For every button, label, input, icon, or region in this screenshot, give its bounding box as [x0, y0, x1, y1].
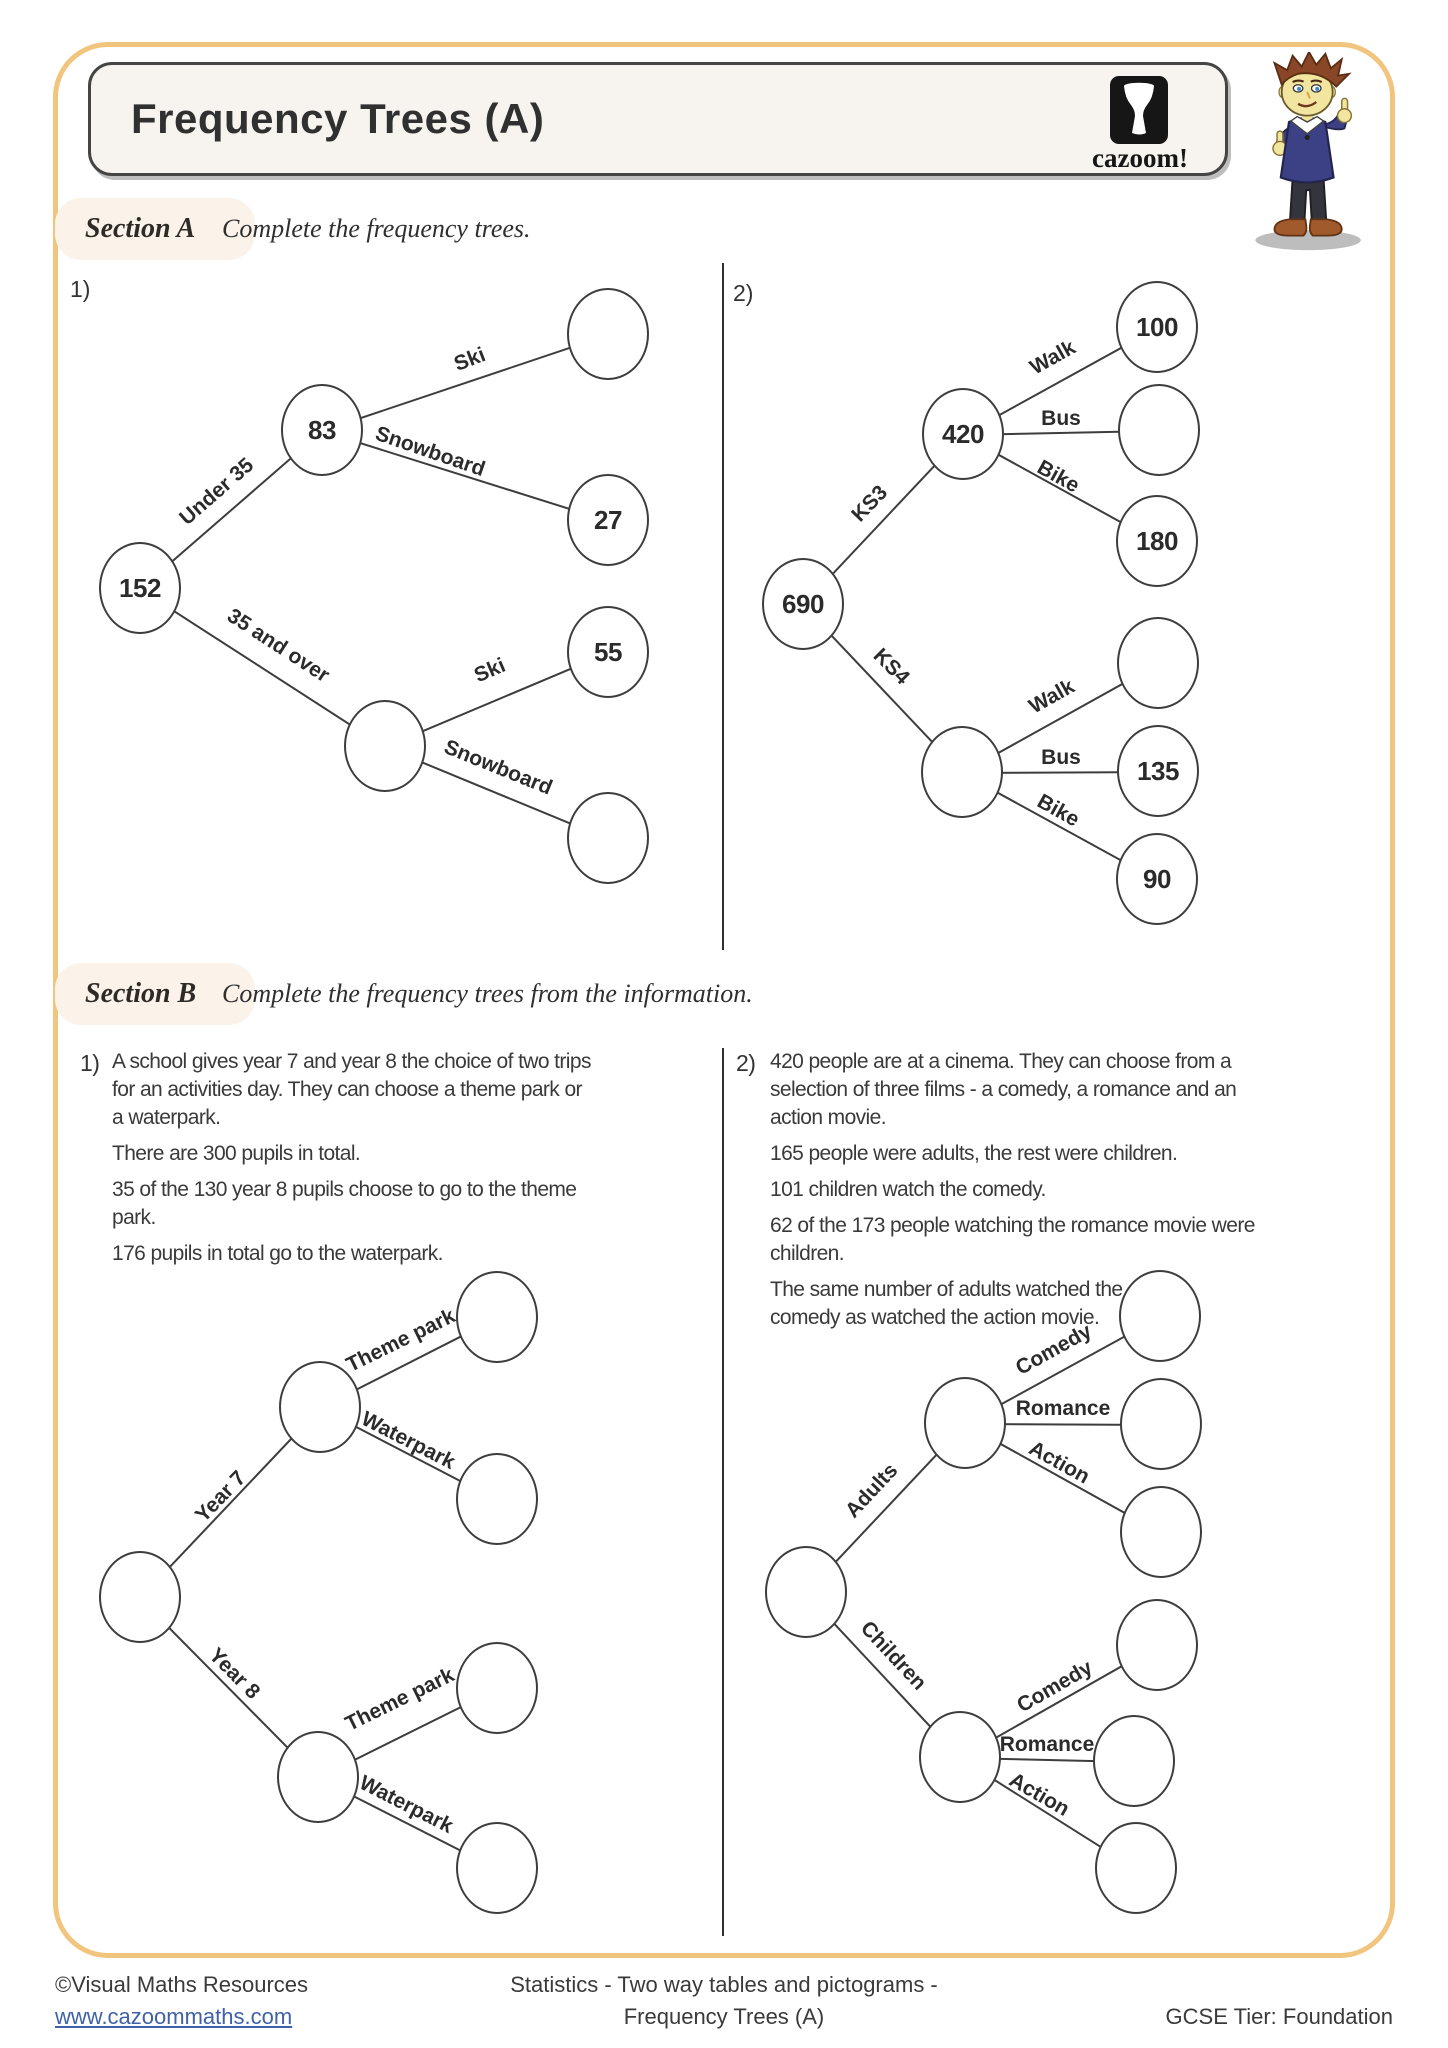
a2-root-node: 690 [762, 558, 844, 650]
a2-ks3-bike-node: 180 [1116, 495, 1198, 587]
b2-adults-node [924, 1377, 1006, 1469]
b1-year7-node [279, 1361, 361, 1453]
a1-under35-snowboard-node: 27 [567, 474, 649, 566]
branch-label-bus-top: Bus [1041, 407, 1081, 430]
a1-over35-ski-node: 55 [567, 606, 649, 698]
a1-over35-node [344, 700, 426, 792]
footer-topic-line2: Frequency Trees (A) [623, 2004, 825, 2029]
a2-ks3-node: 420 [922, 388, 1004, 480]
website-link[interactable]: www.cazoommaths.com [55, 2004, 293, 2029]
b1-root-node [99, 1551, 181, 1643]
b2-adults-action-node [1120, 1486, 1202, 1578]
b2-children-node [919, 1711, 1001, 1803]
paragraph: There are 300 pupils in total. [112, 1142, 361, 1165]
page-title: Frequency Trees (A) [131, 95, 545, 142]
section-a-label: Section A [55, 198, 255, 260]
b1-year8-theme-node [456, 1642, 538, 1734]
b2-root-node [765, 1546, 847, 1638]
paragraph: The same number of adults watched the co… [770, 1278, 1123, 1329]
paragraph: 35 of the 130 year 8 pupils choose to go… [112, 1178, 577, 1229]
b1-year7-water-node [456, 1453, 538, 1545]
paragraph: 420 people are at a cinema. They can cho… [770, 1050, 1237, 1129]
a1-root-node: 152 [99, 542, 181, 634]
paragraph: 165 people were adults, the rest were ch… [770, 1142, 1178, 1165]
a2-ks4-node [921, 726, 1003, 818]
branch-label-bus-bottom: Bus [1041, 746, 1081, 769]
question-number-a1: 1) [70, 276, 91, 302]
a2-ks3-walk-node: 100 [1116, 281, 1198, 373]
b1-year8-water-node [456, 1822, 538, 1914]
problem-b2-text: 420 people are at a cinema. They can cho… [770, 1048, 1255, 1340]
cazoom-logo-text: cazoom! [1092, 143, 1188, 173]
b2-children-comedy-node [1116, 1599, 1198, 1691]
a2-ks4-bike-node: 90 [1116, 833, 1198, 925]
paragraph: 62 of the 173 people watching the romanc… [770, 1214, 1255, 1265]
section-b-column-divider [722, 1048, 724, 1936]
section-a-instruction: Complete the frequency trees. [222, 214, 531, 243]
a1-over35-snowboard-node [567, 792, 649, 884]
a1-under35-ski-node [567, 288, 649, 380]
footer-topic-line1: Statistics - Two way tables and pictogra… [510, 1972, 938, 1997]
a2-ks3-bus-node [1118, 384, 1200, 476]
question-number-b1: 1) [80, 1050, 100, 1076]
paragraph: 176 pupils in total go to the waterpark. [112, 1242, 443, 1265]
cazoom-drum-icon [1110, 76, 1168, 144]
problem-b1-text: A school gives year 7 and year 8 the cho… [112, 1048, 597, 1276]
b2-adults-romance-node [1120, 1378, 1202, 1470]
branch-label-romance-top: Romance [1015, 1397, 1111, 1420]
b1-year7-theme-node [456, 1271, 538, 1363]
b2-children-romance-node [1093, 1715, 1175, 1807]
title-box: Frequency Trees (A) [88, 62, 1228, 176]
b1-year8-node [277, 1731, 359, 1823]
section-a-column-divider [722, 263, 724, 950]
question-number-a2: 2) [733, 280, 754, 306]
a2-ks4-walk-node [1117, 617, 1199, 709]
character-shadow [1255, 230, 1361, 251]
boy-character-illustration [1255, 52, 1361, 251]
branch-label-romance-bottom: Romance [999, 1733, 1095, 1756]
copyright-text: ©Visual Maths Resources [55, 1972, 309, 1997]
b2-adults-comedy-node [1119, 1270, 1201, 1362]
a1-under35-node: 83 [281, 384, 363, 476]
section-b-instruction: Complete the frequency trees from the in… [222, 979, 753, 1008]
gcse-tier-text: GCSE Tier: Foundation [1165, 2004, 1393, 2029]
paragraph: A school gives year 7 and year 8 the cho… [112, 1050, 591, 1129]
a2-ks4-bus-node: 135 [1117, 725, 1199, 817]
question-number-b2: 2) [736, 1050, 756, 1076]
section-b-label: Section B [55, 963, 255, 1025]
paragraph: 101 children watch the comedy. [770, 1178, 1046, 1201]
b2-children-action-node [1095, 1822, 1177, 1914]
